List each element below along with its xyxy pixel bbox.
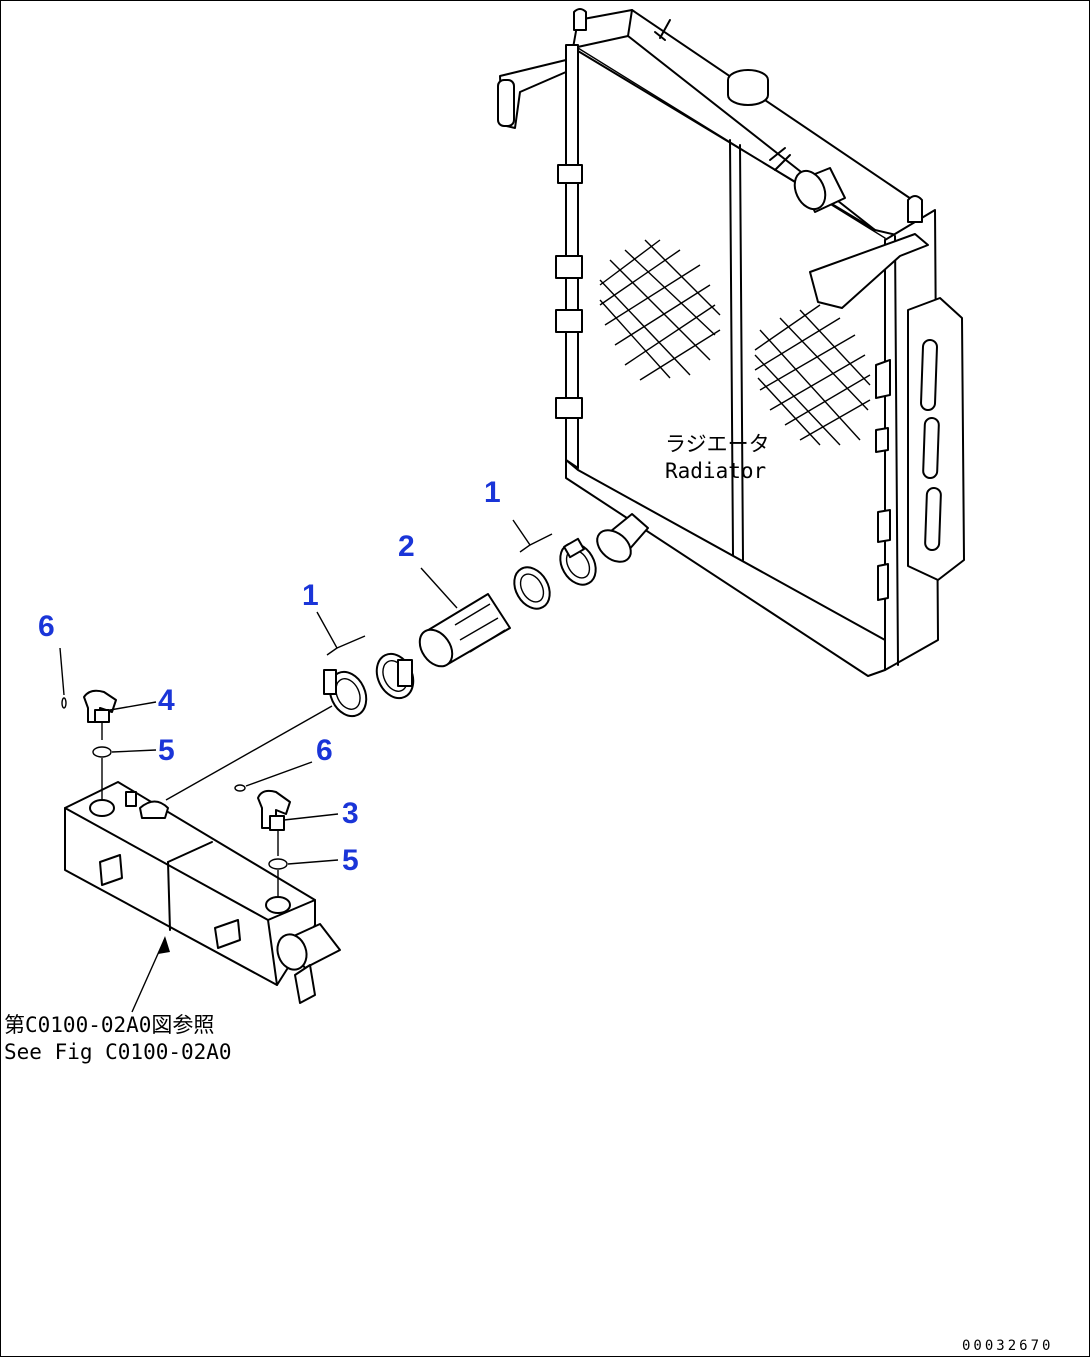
callout-5-lower: 5 [342, 844, 359, 877]
elbow-fitting-4 [83, 689, 117, 723]
callout-6-left: 6 [38, 610, 55, 643]
see-fig-note-jp: 第C0100-02A0図参照 [4, 1013, 214, 1037]
grille-hatch-left [599, 239, 721, 381]
hose [418, 593, 511, 668]
callout-3: 3 [342, 797, 359, 830]
grille-hatch-right [754, 304, 871, 446]
callout-6-right: 6 [316, 734, 333, 767]
radiator-label-en: Radiator [665, 459, 766, 483]
elbow-fitting-3 [257, 789, 291, 831]
clamp-pair-lower [323, 652, 415, 718]
o-ring-6a [61, 697, 67, 709]
callout-4: 4 [158, 684, 175, 717]
o-ring-5a [92, 746, 112, 758]
o-ring-6b [234, 784, 246, 792]
sub-tank [64, 781, 341, 1004]
callout-1-upper: 1 [484, 476, 501, 509]
radiator: ラジエータ Radiator [497, 8, 965, 677]
callout-5-upper: 5 [158, 734, 175, 767]
figure-number: 00032670 [962, 1338, 1053, 1354]
callout-1-lower: 1 [302, 579, 319, 612]
callout-2: 2 [398, 530, 415, 563]
o-ring-5b [268, 858, 288, 870]
clamp-pair-upper [513, 537, 597, 610]
see-fig-note-en: See Fig C0100-02A0 [4, 1040, 232, 1064]
radiator-label-jp: ラジエータ [665, 432, 770, 456]
